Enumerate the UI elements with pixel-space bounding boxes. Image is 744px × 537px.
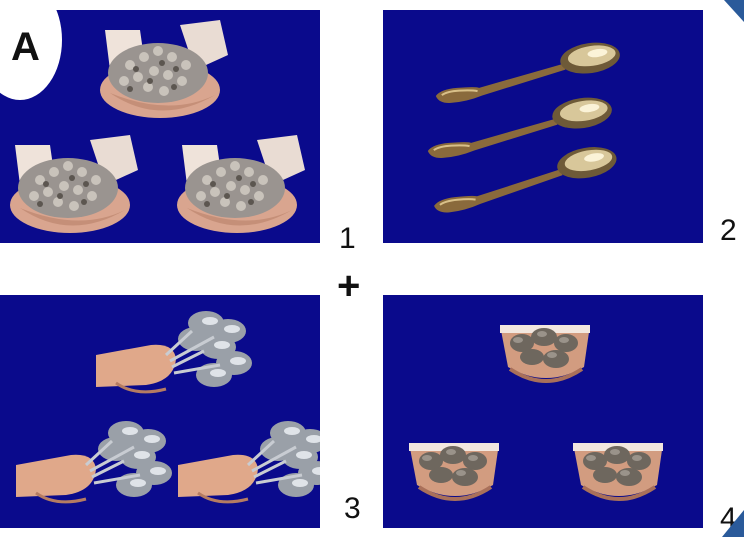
top-right-corner-decoration: [724, 0, 744, 22]
panel-2-spoons: [383, 10, 703, 243]
plus-operator: +: [337, 264, 361, 308]
panel-4-stone-handfuls: [383, 295, 703, 528]
panel-number-3: 3: [344, 492, 361, 525]
bottom-right-corner-decoration: [722, 510, 744, 537]
spoons-image: [422, 38, 625, 216]
spoon-bunches-image: [14, 309, 320, 504]
figure-label: A: [11, 25, 40, 69]
panel-number-2: 2: [720, 214, 737, 247]
panel-3-spoon-bunches: [0, 295, 320, 528]
panel-1-pebble-handfuls: A: [0, 10, 320, 243]
panel-number-1: 1: [339, 222, 356, 255]
stone-handfuls-image: [407, 323, 665, 501]
